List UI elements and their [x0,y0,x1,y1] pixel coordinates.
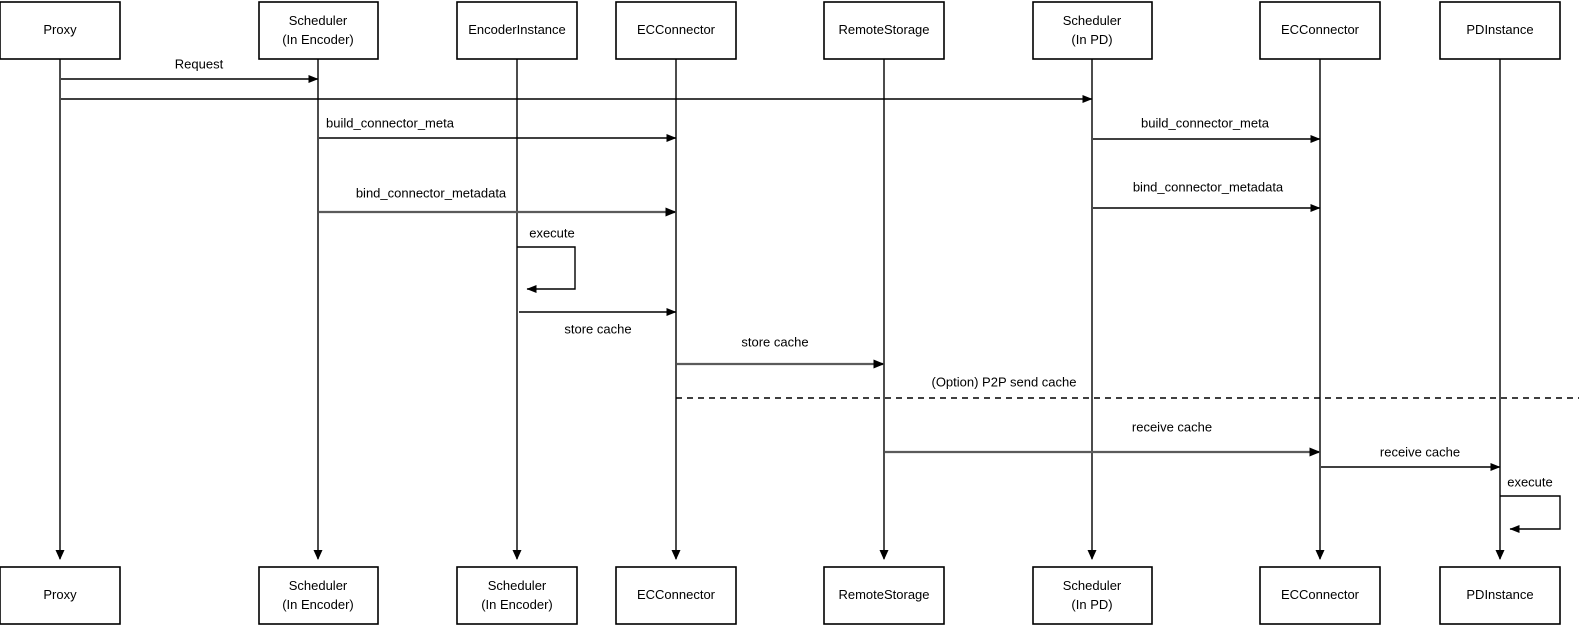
participant-box-rect [1259,566,1381,625]
participant-box-rect [1259,1,1381,60]
participant-label-line1: RemoteStorage [838,22,929,37]
message-store-cache-ec-to-storage[interactable]: store cache [677,334,885,369]
message-receive-cache-ec-to-pd[interactable]: receive cache [1321,444,1501,471]
participant-remote-storage-bottom[interactable]: RemoteStorage [823,566,945,625]
participant-label-line1: Proxy [43,587,77,602]
self-message-path [517,246,576,293]
participant-scheduler-encoder-bottom-2[interactable]: Scheduler (In Encoder) [456,566,578,625]
participant-label-line1: Scheduler [488,578,547,593]
participant-label-line1: Scheduler [289,13,348,28]
lifelines-layer [55,59,1505,560]
participant-label-line1: Proxy [43,22,77,37]
message-label: receive cache [1380,444,1460,459]
participant-label-line1: Scheduler [1063,578,1122,593]
participant-remote-storage[interactable]: RemoteStorage [823,1,945,60]
participant-label-line2: (In PD) [1071,32,1112,47]
message-store-cache-encoder-to-ec[interactable]: store cache [519,308,677,336]
participant-label-line1: ECConnector [637,22,716,37]
message-label: bind_connector_metadata [1133,179,1284,194]
participant-pd-instance[interactable]: PDInstance [1439,1,1561,60]
participant-scheduler-encoder-bottom[interactable]: Scheduler (In Encoder) [258,566,379,625]
messages-layer: Request build_connector_meta build_connect… [61,56,1579,471]
participant-label-line2: (In Encoder) [481,597,553,612]
self-message-path [1500,495,1561,533]
participant-box-rect [615,566,737,625]
participant-label-line1: RemoteStorage [838,587,929,602]
self-messages-layer: execute execute [517,225,1561,533]
self-message-label: execute [1507,474,1553,489]
message-bind-connector-metadata-right[interactable]: bind_connector_metadata [1093,179,1321,212]
message-label: store cache [741,334,808,349]
participants-top-layer: Proxy Scheduler (In Encoder) EncoderInstanc… [0,1,1561,60]
participant-label-line1: PDInstance [1466,22,1533,37]
message-receive-cache-storage-to-ec[interactable]: receive cache [885,419,1321,457]
message-label: (Option) P2P send cache [931,374,1076,389]
participant-label-line1: PDInstance [1466,587,1533,602]
participant-box-rect [823,566,945,625]
message-bind-connector-metadata-left[interactable]: bind_connector_metadata [319,185,677,217]
participant-box-rect [823,1,945,60]
participant-label-line2: (In PD) [1071,597,1112,612]
participant-label-line1: ECConnector [1281,22,1360,37]
participant-ec-connector-1[interactable]: ECConnector [615,1,737,60]
participant-box-rect [456,566,578,625]
participant-box-rect [1032,566,1153,625]
participant-ec-connector-2[interactable]: ECConnector [1259,1,1381,60]
participant-scheduler-encoder[interactable]: Scheduler (In Encoder) [258,1,379,60]
message-build-connector-meta-right[interactable]: build_connector_meta [1093,115,1321,143]
participant-label-line1: EncoderInstance [468,22,566,37]
message-label: receive cache [1132,419,1212,434]
participant-proxy-bottom[interactable]: Proxy [0,566,121,625]
self-message-execute-pd-instance[interactable]: execute [1500,474,1561,533]
participant-box-rect [0,566,121,625]
participant-label-line2: (In Encoder) [282,32,354,47]
message-label: bind_connector_metadata [356,185,507,200]
participant-box-rect [258,566,379,625]
participant-proxy[interactable]: Proxy [0,1,121,60]
participant-box-rect [615,1,737,60]
participant-ec-connector-1-bottom[interactable]: ECConnector [615,566,737,625]
participant-ec-connector-2-bottom[interactable]: ECConnector [1259,566,1381,625]
participant-scheduler-pd[interactable]: Scheduler (In PD) [1032,1,1153,60]
participant-encoder-instance[interactable]: EncoderInstance [456,1,578,60]
participant-label-line1: ECConnector [1281,587,1360,602]
message-label: Request [175,56,224,71]
participant-box-rect [1439,566,1561,625]
participant-label-line1: ECConnector [637,587,716,602]
participant-label-line1: Scheduler [1063,13,1122,28]
participant-label-line1: Scheduler [289,578,348,593]
message-label: build_connector_meta [326,115,455,130]
self-message-label: execute [529,225,575,240]
participant-pd-instance-bottom[interactable]: PDInstance [1439,566,1561,625]
participant-box-rect [0,1,121,60]
participants-bottom-layer: Proxy Scheduler (In Encoder) Scheduler (In E… [0,566,1561,625]
participant-box-rect [456,1,578,60]
participant-box-rect [1439,1,1561,60]
message-build-connector-meta-left[interactable]: build_connector_meta [319,115,677,142]
message-label: store cache [564,321,631,336]
self-message-execute-encoder-instance[interactable]: execute [517,225,576,293]
participant-box-rect [1032,1,1153,60]
message-request[interactable]: Request [61,56,319,83]
message-p2p-send-cache[interactable]: (Option) P2P send cache [676,374,1579,399]
participant-label-line2: (In Encoder) [282,597,354,612]
message-label: build_connector_meta [1141,115,1270,130]
participant-scheduler-pd-bottom[interactable]: Scheduler (In PD) [1032,566,1153,625]
participant-box-rect [258,1,379,60]
